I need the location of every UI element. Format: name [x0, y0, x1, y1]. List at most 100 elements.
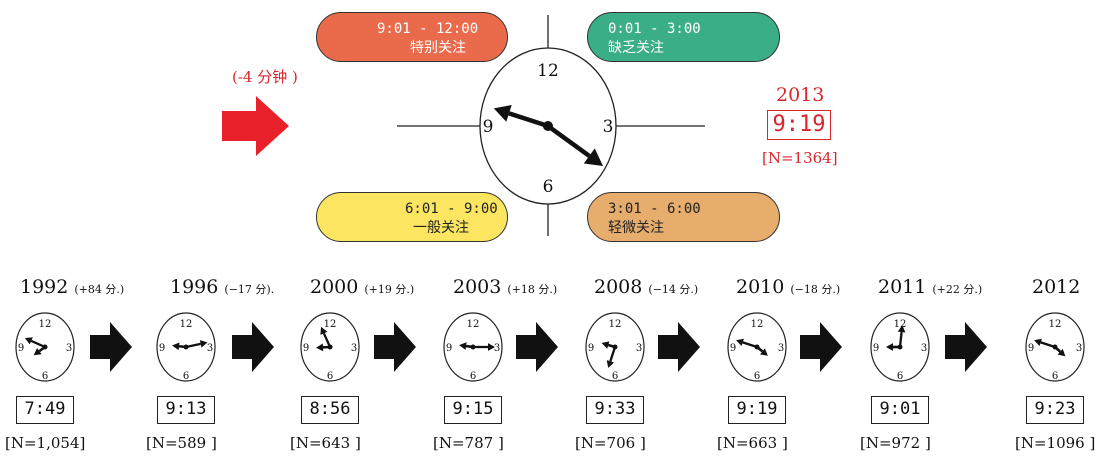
small-clock-number: 6 [183, 371, 189, 382]
year-label: 1996 [170, 276, 219, 298]
small-clock-number: 6 [612, 371, 618, 382]
small-clock-number: 6 [1052, 371, 1058, 382]
category-pill-6-9: 6:01 - 9:00 一般关注 [316, 192, 508, 242]
change-label: (−17 分). [224, 283, 275, 296]
year-label: 1992 [20, 276, 69, 298]
small-clock-number: 6 [754, 371, 760, 382]
small-hour-hand-head [886, 343, 893, 351]
main-time: 9:19 [772, 112, 826, 137]
small-clock-number: 6 [42, 371, 48, 382]
sample-size-label: [N=787 ] [433, 434, 504, 452]
small-minute-hand-head [199, 340, 208, 348]
sample-size-label: [N=706 ] [575, 434, 646, 452]
small-clock-number: 9 [18, 343, 24, 354]
small-hour-hand-head [33, 347, 42, 356]
small-clock-number: 3 [351, 343, 357, 354]
small-clock-number: 12 [751, 319, 764, 330]
small-clock-number: 3 [494, 343, 500, 354]
small-clock-number: 3 [636, 343, 642, 354]
small-clock-number: 12 [609, 319, 622, 330]
category-range: 0:01 - 3:00 [608, 21, 701, 37]
change-label: (+19 分.) [364, 283, 415, 296]
small-minute-hand-head [606, 360, 615, 368]
small-clock-number: 6 [327, 371, 333, 382]
small-hour-hand-head [1057, 348, 1066, 357]
time-box: 9:19 [728, 396, 786, 424]
minute-hand-head [493, 104, 512, 122]
timeline-arrow-icon [800, 322, 842, 372]
category-label: 轻微关注 [608, 220, 664, 236]
small-clock-number: 3 [66, 343, 72, 354]
timeline-clock: 12 3 6 9 [443, 312, 503, 382]
category-range: 9:01 - 12:00 [377, 21, 479, 37]
small-clock-number: 6 [897, 371, 903, 382]
year-label: 2012 [1032, 276, 1081, 298]
small-clock-pivot [897, 344, 903, 350]
timeline-arrow-icon [945, 322, 987, 372]
category-label: 一般关注 [413, 220, 469, 236]
quadrant-crosshair [397, 15, 705, 236]
sample-size-label: [N=1096 ] [1015, 434, 1096, 452]
year-label: 2000 [310, 276, 359, 298]
change-label: (+84 分.) [74, 283, 125, 296]
small-clock-pivot [1052, 344, 1058, 350]
year-label: 2008 [594, 276, 643, 298]
change-label: (−14 分.) [648, 283, 699, 296]
year-label: 2003 [453, 276, 502, 298]
small-hour-hand-head [459, 342, 467, 350]
main-clock-number: 3 [603, 117, 614, 137]
small-clock-number: 9 [588, 343, 594, 354]
year-label: 2011 [878, 276, 927, 298]
time-box: 9:01 [871, 396, 929, 424]
category-pill-3-6: 3:01 - 6:00 轻微关注 [587, 192, 780, 242]
small-clock-number: 6 [470, 371, 476, 382]
small-minute-hand-head [1034, 338, 1042, 347]
timeline-arrow-icon [90, 322, 132, 372]
small-clock-number: 9 [303, 343, 309, 354]
timeline-clock: 12 3 6 9 [15, 312, 75, 382]
timeline-year: 2011 (+22 分.) [878, 276, 982, 298]
category-range: 3:01 - 6:00 [608, 201, 701, 217]
small-minute-hand [322, 332, 332, 348]
small-clock-number: 12 [324, 319, 337, 330]
time-box: 9:13 [157, 396, 215, 424]
small-clock-number: 12 [1049, 319, 1062, 330]
small-clock-number: 9 [159, 343, 165, 354]
small-hour-hand-head [601, 341, 610, 349]
small-minute-hand-head [736, 338, 744, 347]
small-clock-number: 12 [894, 319, 907, 330]
main-year: 2013 [776, 84, 825, 106]
category-pill-9-12: 9:01 - 12:00 特别关注 [316, 12, 508, 62]
small-minute-hand-head [897, 325, 906, 333]
year-label: 2010 [736, 276, 785, 298]
change-note: (-4 分钟 ) [232, 68, 298, 86]
timeline-year: 2003 (+18 分.) [453, 276, 557, 298]
change-label: (+18 分.) [507, 283, 558, 296]
time-box: 9:23 [1026, 396, 1084, 424]
small-clock-number: 12 [39, 319, 52, 330]
time-box: 8:56 [301, 396, 359, 424]
sample-size-label: [N=663 ] [717, 434, 788, 452]
hour-hand [546, 124, 591, 158]
small-hour-hand-head [172, 342, 180, 351]
timeline-arrow-icon [516, 322, 558, 372]
main-clock-number: 6 [543, 177, 554, 197]
change-label: (+22 分.) [932, 283, 983, 296]
main-count: [N=1364] [762, 149, 838, 167]
small-minute-hand [185, 342, 201, 349]
small-clock-pivot [470, 344, 476, 350]
timeline-year: 2010(−18 分.) [736, 276, 840, 298]
small-clock-number: 9 [446, 343, 452, 354]
main-time-box: 9:19 [767, 110, 831, 140]
timeline-year: 1992 (+84 分.) [20, 276, 124, 298]
small-clock-number: 12 [467, 319, 480, 330]
small-minute-hand [1040, 341, 1056, 349]
small-minute-hand [30, 339, 46, 349]
timeline-clock: 12 3 6 9 [585, 312, 645, 382]
timeline-year: 2000 (+19 分.) [310, 276, 414, 298]
clock-pivot [543, 121, 553, 131]
